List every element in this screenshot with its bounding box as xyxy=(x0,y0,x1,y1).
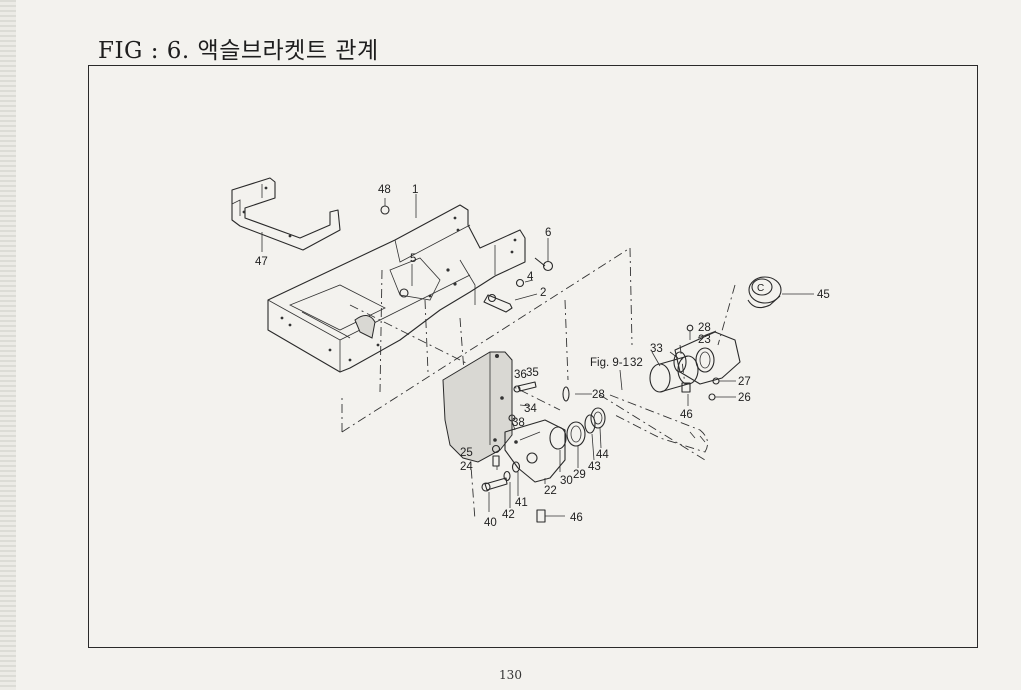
callout-33: 33 xyxy=(650,343,663,355)
callout-28-lower: 28 xyxy=(592,389,605,401)
diagram-frame xyxy=(88,65,978,648)
bolt-36-35 xyxy=(513,381,537,393)
callout-6: 6 xyxy=(545,227,551,239)
callout-23: 23 xyxy=(698,334,711,346)
grease-nipple-46-upper xyxy=(681,382,691,393)
bolt-6 xyxy=(534,238,554,272)
callout-2: 2 xyxy=(540,287,546,299)
callout-32: 32 xyxy=(630,357,643,369)
bolt-25-24 xyxy=(491,444,501,467)
washer-41 xyxy=(511,461,521,473)
page-number: 130 xyxy=(499,668,522,682)
callout-41: 41 xyxy=(515,497,528,509)
cap-45 xyxy=(747,276,814,309)
callout-35: 35 xyxy=(526,367,539,379)
callout-26: 26 xyxy=(738,392,751,404)
callout-48: 48 xyxy=(378,184,391,196)
leader-lines xyxy=(488,330,717,512)
callout-27: 27 xyxy=(738,376,751,388)
ring-44 xyxy=(590,407,606,429)
bolt-27 xyxy=(712,377,736,385)
seal-28 xyxy=(562,386,570,402)
figure-title: FIG : 6. 액슬브라켓트 관계 xyxy=(98,38,379,64)
bolt-28-upper xyxy=(686,324,694,340)
callout-44: 44 xyxy=(596,449,609,461)
callout-30: 30 xyxy=(560,475,573,487)
callout-45: 45 xyxy=(817,289,830,301)
washer-4 xyxy=(515,278,534,288)
bracket-23 xyxy=(674,331,741,385)
callout-5: 5 xyxy=(410,253,416,265)
callout-labels: 48 1 6 4 2 5 47 45 28 23 33 32 36 35 28 … xyxy=(255,184,830,529)
callout-22: 22 xyxy=(544,485,557,497)
callout-46-lower: 46 xyxy=(570,512,583,524)
bushing-30 xyxy=(549,426,567,450)
callout-40: 40 xyxy=(484,517,497,529)
callout-42: 42 xyxy=(502,509,515,521)
front-bracket-47 xyxy=(231,177,341,252)
callout-1: 1 xyxy=(412,184,418,196)
callout-24: 24 xyxy=(460,461,473,473)
reference-label: Fig. 9-1 xyxy=(590,357,629,369)
page-edge xyxy=(0,0,16,690)
callout-38: 38 xyxy=(512,417,525,429)
bolt-48 xyxy=(380,198,390,215)
axle-bracket-frame-1 xyxy=(267,204,526,373)
seal-33 xyxy=(673,351,687,373)
callout-25: 25 xyxy=(460,447,473,459)
cap-45-symbol: C xyxy=(757,283,764,294)
bracket-22 xyxy=(504,419,566,483)
side-plate-34 xyxy=(442,351,513,463)
bolt-26 xyxy=(708,393,736,401)
callout-4: 4 xyxy=(527,271,534,283)
callout-47: 47 xyxy=(255,256,268,268)
callout-28-upper: 28 xyxy=(698,322,711,334)
svg-text:C: C xyxy=(757,283,764,294)
seal-43 xyxy=(584,414,596,434)
callout-46-upper: 46 xyxy=(680,409,693,421)
callout-43: 43 xyxy=(588,461,601,473)
pin-5 xyxy=(399,264,413,298)
assembly-guide-lines xyxy=(341,247,736,521)
grease-nipple-46-lower xyxy=(536,509,565,523)
bolt-40-42 xyxy=(481,470,511,492)
bushing-29 xyxy=(566,421,586,447)
callout-36: 36 xyxy=(514,369,527,381)
axle-shaft xyxy=(609,394,709,453)
bolt-2 xyxy=(483,293,538,313)
callout-29: 29 xyxy=(573,469,586,481)
callout-34: 34 xyxy=(524,403,537,415)
bolt-38 xyxy=(508,414,516,431)
